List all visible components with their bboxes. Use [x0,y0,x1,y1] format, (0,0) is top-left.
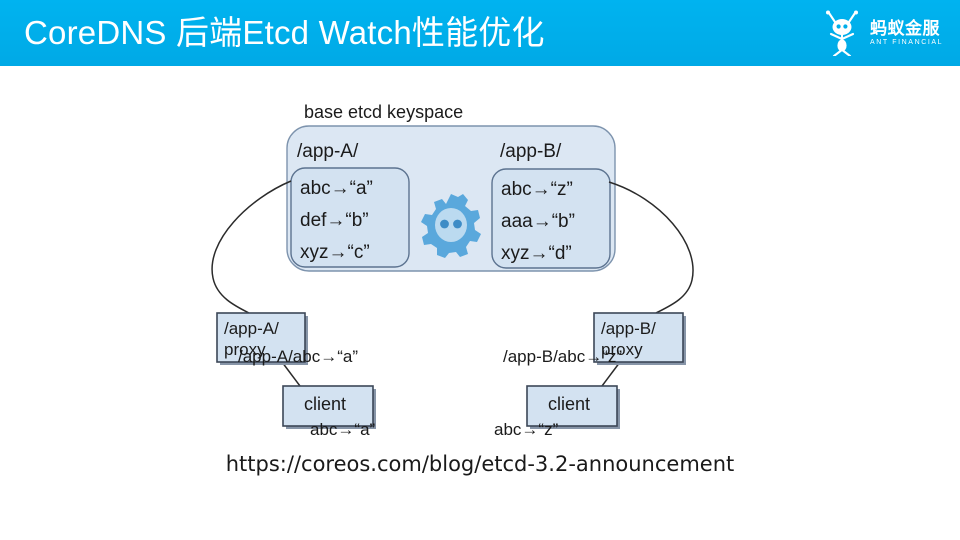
app-b-group-box [491,168,611,269]
edge-proxyA-to-clientA [281,361,301,387]
proxy-a-line1: /app-A/ [224,319,279,338]
edge-label-appA-proxyA: /app-A/abc→“a” [238,347,358,366]
proxy-b-box [593,312,684,363]
etcd-proxy-diagram: base etcd keyspace /app-A/ /app-B/ abc→“… [0,66,960,540]
logo-wordmark: 蚂蚁金服 ANT FINANCIAL [870,19,943,48]
client-b-label: client [548,394,591,414]
app-b-entry: abc→“z” [501,179,573,200]
client-b-box [526,385,618,427]
page-title: CoreDNS 后端Etcd Watch性能优化 [24,14,545,51]
edge-appA-to-proxyA [211,180,292,314]
app-a-entry: abc→“a” [300,178,373,199]
ant-mascot-icon [826,10,858,56]
app-b-heading: /app-B/ [500,141,562,162]
app-b-entry: xyz→“d” [501,243,572,264]
proxy-b-label: /app-B/ proxy [601,318,656,360]
proxy-b-line1: /app-B/ [601,319,656,338]
client-a-label: client [304,394,347,414]
app-b-entry: aaa→“b” [501,211,575,232]
app-a-entry: xyz→“c” [300,242,370,263]
keyspace-caption: base etcd keyspace [304,102,464,122]
ant-financial-logo: 蚂蚁金服 ANT FINANCIAL [822,9,944,57]
edge-label-proxyA-clientA: abc→“a” [310,420,376,439]
edge-proxyB-to-clientB [601,361,621,387]
proxy-a-box [216,312,306,363]
app-a-group-box [290,167,410,268]
client-a-box [282,385,374,427]
diagram-shapes [211,125,694,429]
app-a-heading: /app-A/ [297,141,359,162]
slide-header: CoreDNS 后端Etcd Watch性能优化 [0,0,960,66]
etcd-gear-icon [421,194,481,258]
edge-label-appB-proxyB: /app-B/abc→“z” [503,347,623,366]
proxy-a-label: /app-A/ proxy [224,318,279,360]
edge-appB-to-proxyB [608,181,694,314]
proxy-b-line2: proxy [601,340,643,359]
edge-label-proxyB-clientB: abc→“z” [494,420,559,439]
source-url[interactable]: https://coreos.com/blog/etcd-3.2-announc… [225,452,735,476]
app-a-entry: def→“b” [300,210,369,231]
logo-name-cn: 蚂蚁金服 [870,18,940,38]
logo-name-en: ANT FINANCIAL [870,38,944,46]
proxy-a-line2: proxy [224,340,266,359]
